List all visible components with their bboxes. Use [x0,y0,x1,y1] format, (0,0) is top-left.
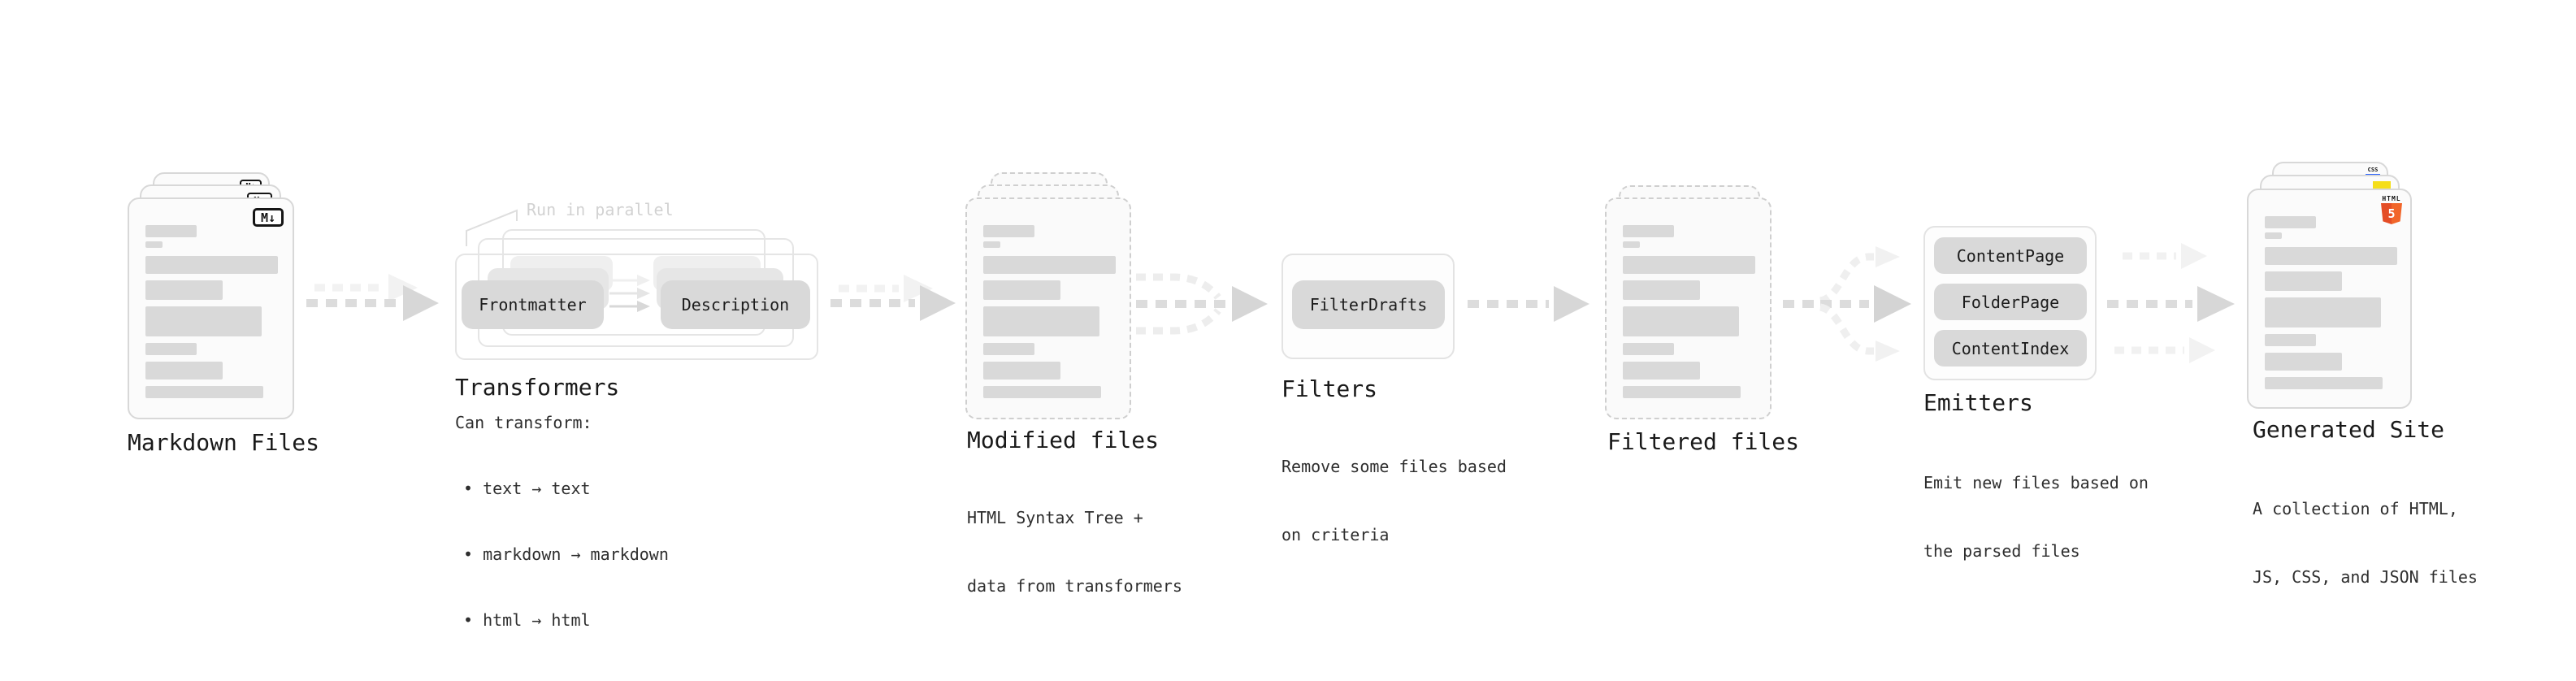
skeleton-line [1623,306,1739,336]
arrow-markdown-to-transformers [306,274,439,321]
generated-site-label: Generated Site [2253,416,2445,443]
transformer-frame-front [455,254,818,360]
skeleton-line [1623,256,1755,274]
contentpage-button: ContentPage [1934,237,2087,274]
transformers-desc-title: Can transform: [455,413,592,432]
skeleton-line [145,362,223,380]
skeleton-line [2265,353,2342,371]
skeleton-line [145,280,223,300]
html5-icon: HTML 5 [2381,196,2402,224]
bullet-item: • text → text [463,479,591,498]
markdown-file-card-front: M↓ [128,197,294,419]
contentindex-button: ContentIndex [1934,330,2087,367]
desc-line: Emit new files based on [1923,473,2149,492]
markdown-icon: M↓ [253,208,284,227]
skeleton-line [983,362,1060,380]
filters-desc: Remove some files based on criteria [1281,410,1507,592]
html5-icon-label: HTML [2382,195,2401,202]
skeleton-line [983,241,1000,248]
skeleton-line [2265,247,2397,265]
skeleton-line [983,306,1099,336]
skeleton-line [145,343,197,355]
skeleton-line [2265,334,2316,346]
desc-line: A collection of HTML, [2253,499,2458,518]
skeleton-line [145,225,197,237]
filterdrafts-button: FilterDrafts [1292,280,1445,329]
modified-file-card-front [965,197,1131,419]
connector-split-to-emitters [1783,246,1911,362]
skeleton-line [983,225,1034,237]
frontmatter-button: Frontmatter [462,280,604,329]
skeleton-line [983,343,1034,355]
desc-line: on criteria [1281,525,1390,544]
html5-icon-shield: 5 [2381,203,2402,224]
arrows-emitters-to-site [2107,243,2235,363]
bullet-item: • html → html [463,610,591,630]
filters-label: Filters [1281,375,1378,402]
generated-file-card-front: HTML 5 [2247,189,2412,409]
desc-line: the parsed files [1923,541,2080,561]
html5-icon-number: 5 [2387,206,2396,221]
skeleton-line [145,241,163,248]
desc-line: Remove some files based [1281,457,1507,476]
desc-line: data from transformers [967,576,1182,596]
skeleton-line [1623,362,1700,380]
emitters-label: Emitters [1923,389,2033,416]
skeleton-line [1623,225,1674,237]
filtered-files-label: Filtered files [1607,428,1800,455]
markdown-files-label: Markdown Files [128,429,320,456]
desc-line: JS, CSS, and JSON files [2253,567,2478,587]
transformers-label: Transformers [455,374,620,401]
skeleton-line [2265,271,2342,291]
skeleton-line [983,280,1060,300]
skeleton-line [2265,297,2381,327]
skeleton-line [1623,280,1700,300]
skeleton-line [1623,343,1674,355]
transformers-bullet-list: • text → text • markdown → markdown • ht… [455,434,669,675]
skeleton-line [1623,241,1640,248]
skeleton-line [983,256,1116,274]
emitters-desc: Emit new files based on the parsed files [1923,426,2149,608]
description-button: Description [661,280,810,329]
filtered-file-card-front [1605,197,1772,419]
skeleton-line [2265,216,2316,228]
generated-site-desc: A collection of HTML, JS, CSS, and JSON … [2253,452,2478,634]
skeleton-line [145,256,278,274]
skeleton-line [2265,232,2282,239]
folderpage-button: FolderPage [1934,284,2087,320]
desc-line: HTML Syntax Tree + [967,508,1143,527]
skeleton-line [983,386,1101,398]
connector-merge-into-filters [1136,273,1268,335]
arrow-transformers-to-modified [830,275,956,321]
skeleton-line [1623,386,1741,398]
css-icon-label: CSS [2367,167,2379,173]
arrow-filters-to-filtered [1468,286,1589,322]
bullet-item: • markdown → markdown [463,544,669,564]
modified-files-label: Modified files [967,427,1160,453]
skeleton-line [145,386,263,398]
run-in-parallel-note: Run in parallel [527,200,674,219]
skeleton-line [145,306,262,336]
skeleton-line [2265,377,2383,389]
modified-files-desc: HTML Syntax Tree + data from transformer… [967,461,1182,643]
